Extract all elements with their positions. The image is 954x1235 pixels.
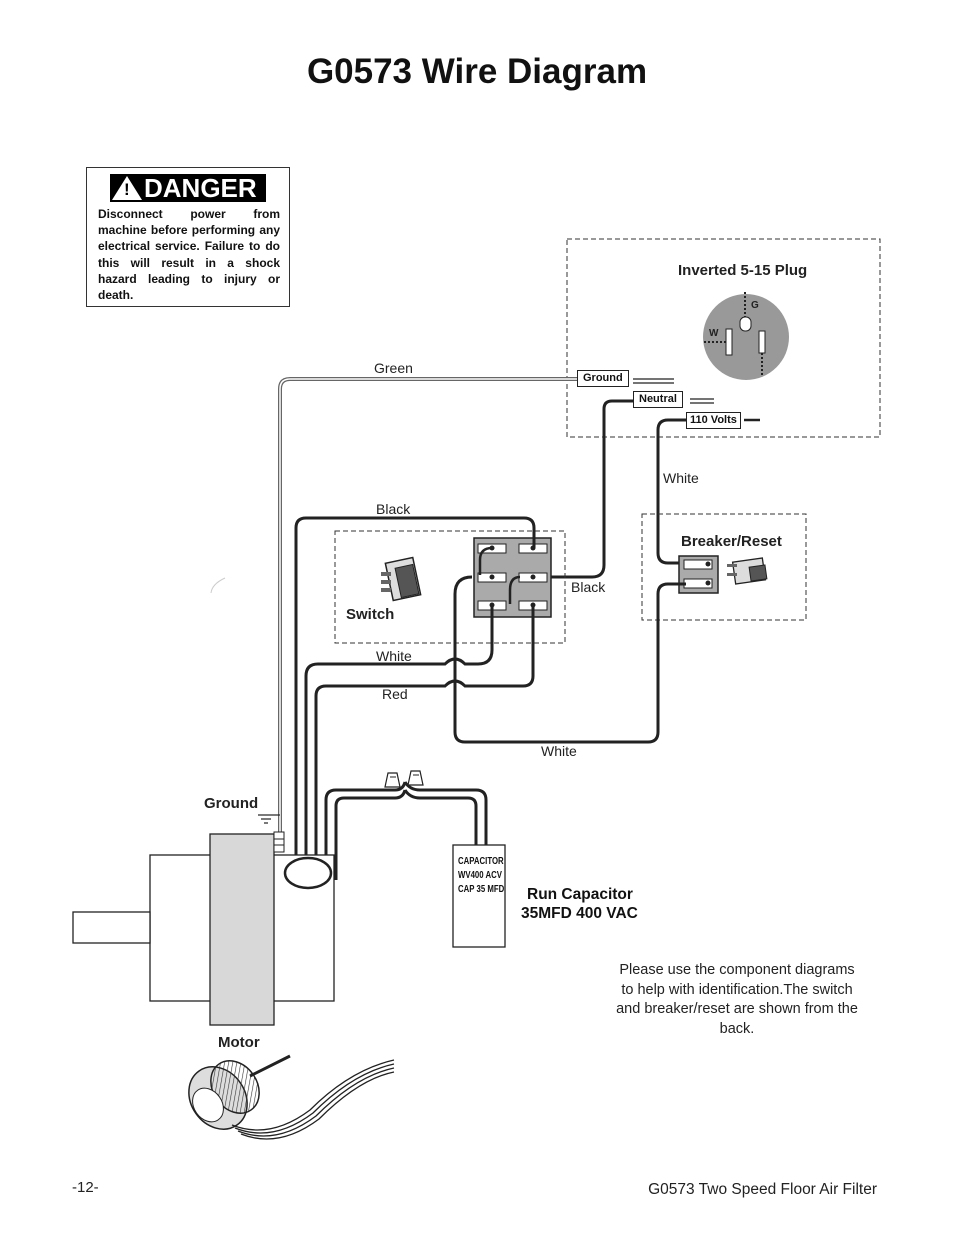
- run-capacitor-body: [452, 844, 506, 948]
- danger-heading: DANGER: [144, 173, 257, 203]
- rocker-switch-icon: [381, 556, 422, 602]
- ground-terminal-tag: Ground: [577, 370, 629, 387]
- hot-terminal-tag: 110 Volts: [686, 412, 741, 429]
- run-capacitor-line-1: Run Capacitor: [527, 886, 633, 903]
- black-wire-label-right: Black: [571, 579, 606, 595]
- warning-exclamation: !: [124, 180, 130, 199]
- page-title: G0573 Wire Diagram: [306, 52, 648, 91]
- motor-stator: [209, 833, 275, 1026]
- white-wire-label-mid: White: [376, 648, 412, 664]
- ground-symbol-icon: [258, 814, 280, 824]
- plug-pin-g-label: G: [751, 300, 759, 311]
- capacitor-line-3: CAP 35 MFD: [458, 884, 505, 895]
- capacitor-line-1: CAPACITOR: [458, 856, 504, 867]
- motor-illustration-icon: [188, 1054, 395, 1140]
- plug-pin-w-label: W: [709, 328, 719, 339]
- ground-label: Ground: [204, 795, 259, 812]
- plug-region: [566, 238, 881, 438]
- wire-nut-icon: [384, 770, 424, 788]
- motor-label: Motor: [218, 1034, 260, 1051]
- black-wire-label-top: Black: [376, 501, 411, 517]
- page-number: -12-: [72, 1179, 99, 1196]
- neutral-terminal-tag: Neutral: [633, 391, 683, 408]
- switch-region: [334, 530, 566, 644]
- danger-header: ! DANGER: [110, 174, 266, 202]
- warning-triangle-icon: !: [112, 176, 142, 200]
- plug-face-icon: [703, 292, 789, 380]
- green-wire-label: Green: [374, 360, 413, 376]
- run-capacitor-line-2: 35MFD 400 VAC: [521, 905, 638, 922]
- motor-lead-bundle: [283, 856, 333, 890]
- switch-label: Switch: [346, 606, 395, 623]
- footer-title: G0573 Two Speed Floor Air Filter: [648, 1181, 877, 1198]
- white-wire-label-top: White: [663, 470, 699, 486]
- breaker-region: [641, 513, 807, 621]
- plug-title: Inverted 5-15 Plug: [678, 262, 808, 279]
- danger-message: Disconnect power from machine before per…: [98, 207, 280, 303]
- breaker-reset-icon: [727, 557, 768, 585]
- white-wire-label-bottom: White: [541, 743, 577, 759]
- motor-shaft: [72, 911, 151, 944]
- red-wire-label: Red: [382, 686, 408, 702]
- breaker-label: Breaker/Reset: [681, 533, 782, 550]
- capacitor-body-text: CAPACITOR WV400 ACV CAP 35 MFD: [458, 855, 508, 897]
- run-capacitor-title: Run Capacitor 35MFD 400 VAC: [521, 885, 638, 923]
- identification-note: Please use the component diagrams to hel…: [616, 962, 858, 1037]
- capacitor-line-2: WV400 ACV: [458, 870, 502, 881]
